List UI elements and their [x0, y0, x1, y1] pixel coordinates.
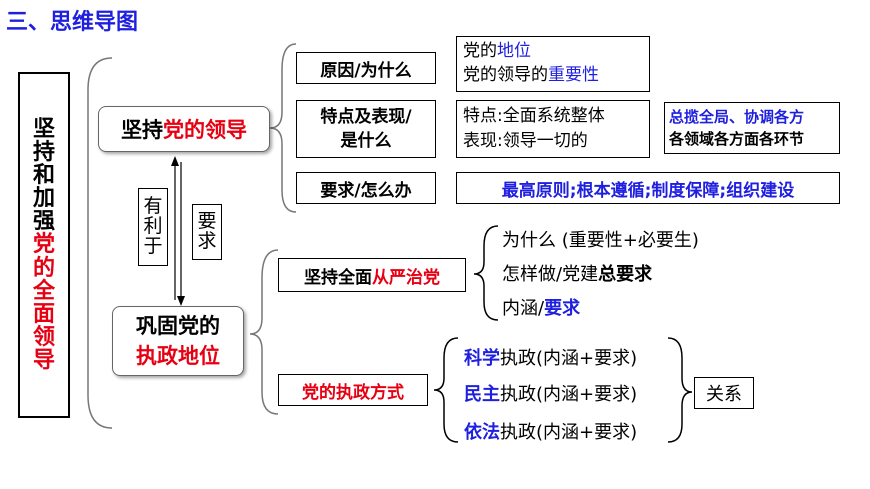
branch2-line-red: 执政地位: [136, 344, 220, 368]
link-char: 求: [197, 230, 217, 252]
strict-sub-1: 为什么 (重要性+必要生): [502, 226, 699, 252]
root-char-red: 导: [32, 347, 55, 373]
strict-sub-text: 为什么 (重要性+必要生): [502, 230, 699, 251]
link-char: 利: [143, 215, 163, 238]
root-char: 强: [32, 209, 55, 235]
relation-brace: [667, 337, 693, 443]
branch1-node: 坚持党的领导: [98, 106, 270, 152]
reason-label-text: 原因/为什么: [320, 60, 412, 81]
governance-sub-blue: 民主: [464, 384, 500, 405]
relation-text: 关系: [706, 384, 742, 405]
strict-sub-3: 内涵/要求: [502, 294, 580, 320]
root-char-red: 领: [32, 324, 55, 350]
governance-sub-2: 民主执政(内涵+要求): [464, 380, 637, 406]
feature-extra: 总揽全局、协调各方 各领域各方面各环节: [664, 102, 840, 154]
feature-extra-line: 总揽全局、协调各方: [669, 108, 805, 126]
feature-detail-line: 特点:全面系统整体: [463, 106, 605, 126]
branch1-brace: [269, 43, 297, 213]
feature-extra-line: 各领域各方面各环节: [669, 130, 805, 148]
reason-detail: 党的地位 党的领导的重要性: [456, 36, 650, 92]
link-char: 于: [143, 234, 163, 257]
governance-sub-3: 依法执政(内涵+要求): [464, 418, 637, 444]
requirement-detail: 最高原则;根本遵循;制度保障;组织建设: [456, 172, 840, 204]
root-char-red: 面: [32, 301, 55, 327]
reason-line: 党的领导的重要性: [463, 63, 643, 87]
relation-box: 关系: [694, 377, 754, 409]
governance-brace: [433, 337, 459, 443]
branch1-prefix: 坚持: [121, 118, 163, 142]
root-brace: [87, 57, 113, 429]
link-char: 有: [143, 195, 163, 218]
strict-governance-label: 坚持全面从严治党: [278, 258, 466, 292]
feature-detail: 特点:全面系统整体 表现:领导一切的: [456, 100, 650, 158]
reason-label: 原因/为什么: [296, 52, 436, 84]
governance-method-label: 党的执政方式: [278, 374, 428, 406]
root-char: 和: [32, 163, 55, 189]
feature-label: 特点及表现/ 是什么: [296, 100, 436, 158]
strict-sub-2: 怎样做/党建总要求: [502, 260, 652, 286]
root-char-red: 的: [32, 255, 55, 281]
root-char-red: 全: [32, 278, 55, 304]
governance-sub-text: 执政(内涵+要求): [500, 384, 638, 405]
branch2-node: 巩固党的 执政地位: [112, 306, 244, 376]
governance-method-text: 党的执政方式: [302, 382, 404, 403]
governance-sub-1: 科学执政(内涵+要求): [464, 344, 637, 370]
root-char: 加: [32, 186, 55, 212]
reason-line: 党的地位: [463, 39, 643, 63]
party-brace: [473, 225, 499, 321]
branch2-brace: [249, 249, 279, 415]
root-char-red: 党: [32, 232, 55, 258]
reason-blue: 重要性: [548, 65, 599, 85]
governance-sub-text: 执政(内涵+要求): [500, 348, 638, 369]
link-left-box: 有 利 于: [138, 188, 168, 266]
strict-sub-text: 怎样做/党建: [502, 264, 599, 285]
strict-sub-text: 内涵/: [502, 298, 545, 319]
reason-blue: 地位: [497, 41, 531, 61]
governance-sub-text: 执政(内涵+要求): [500, 422, 638, 443]
strict-highlight: 从严治党: [372, 267, 440, 288]
branch1-highlight: 党的领导: [163, 118, 247, 142]
feature-label-line: 特点及表现/: [320, 107, 412, 127]
page-title: 三、思维导图: [6, 10, 139, 35]
branch2-line: 巩固党的: [136, 314, 220, 338]
link-right-box: 要 求: [192, 204, 222, 260]
strict-sub-bold: 总要求: [598, 264, 653, 285]
feature-detail-line: 表现:领导一切的: [463, 131, 588, 151]
governance-sub-blue: 依法: [464, 422, 500, 443]
root-char: 持: [32, 140, 55, 166]
root-node: 坚 持 和 加 强 党 的 全 面 领 导: [18, 72, 70, 418]
reason-plain: 党的: [463, 41, 497, 61]
requirement-detail-text: 最高原则;根本遵循;制度保障;组织建设: [501, 180, 795, 201]
requirement-label-text: 要求/怎么办: [320, 180, 412, 201]
strict-sub-blue: 要求: [544, 298, 581, 319]
root-char: 坚: [32, 116, 55, 142]
governance-sub-blue: 科学: [464, 348, 500, 369]
feature-label-line: 是什么: [340, 131, 392, 151]
strict-prefix: 坚持全面: [304, 267, 372, 288]
requirement-label: 要求/怎么办: [296, 172, 436, 204]
link-char: 要: [197, 210, 217, 233]
reason-plain: 党的领导的: [463, 65, 548, 85]
